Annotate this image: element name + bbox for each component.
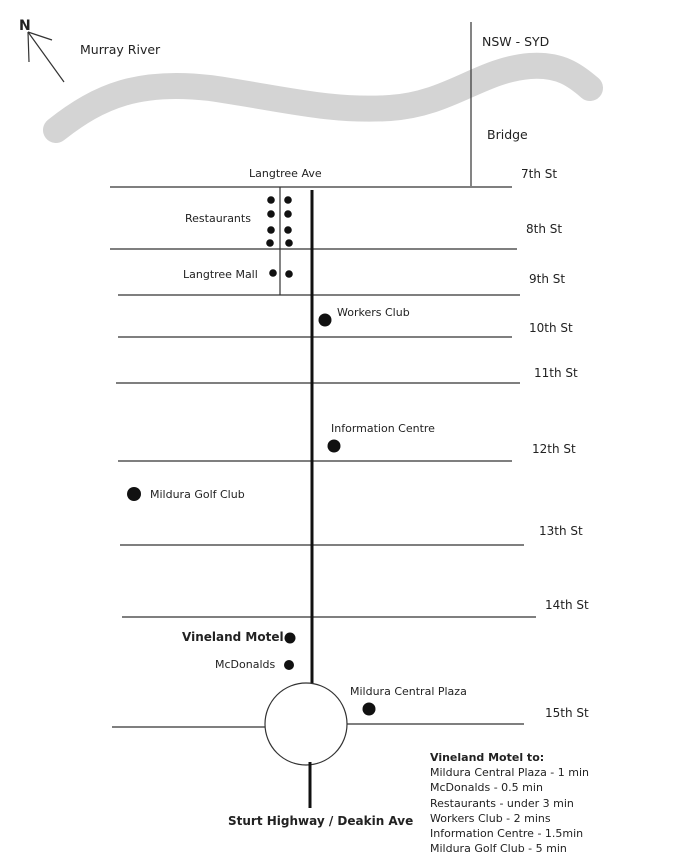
legend-title: Vineland Motel to: [430,751,545,764]
street-label-7th: 7th St [521,167,558,181]
river-label: Murray River [80,42,161,57]
restaurant-marker [266,239,274,247]
street-label-13th: 13th St [539,524,583,538]
legend-item: Mildura Central Plaza - 1 min [430,766,590,780]
legend-item: McDonalds - 0.5 min [430,781,543,795]
mcdonalds-label: McDonalds [215,658,276,671]
street-label-9th: 9th St [529,272,566,286]
compass-arrow-icon [27,31,65,83]
legend-item: Information Centre - 1.5min [430,827,584,841]
information-centre-label: Information Centre [331,422,435,435]
central-plaza-label: Mildura Central Plaza [350,685,467,698]
legend-item: Restaurants - under 3 min [430,796,574,810]
restaurant-marker [285,239,293,247]
street-label-8th: 8th St [526,222,563,236]
highway-south-label: Sturt Highway / Deakin Ave [228,814,414,828]
workers-club-label: Workers Club [337,306,410,319]
restaurants-label: Restaurants [185,212,251,225]
vineland-motel-marker [284,632,296,644]
restaurant-marker [284,226,292,234]
langtree-mall-marker [285,270,293,278]
restaurant-marker [284,210,292,218]
central-plaza-marker [362,702,376,716]
street-label-10th: 10th St [529,321,573,335]
highway-north-label: NSW - SYD [482,34,550,49]
street-label-11th: 11th St [534,366,578,380]
street-label-15th: 15th St [545,706,589,720]
restaurant-marker [267,196,275,204]
langtree-mall-label: Langtree Mall [183,268,258,281]
langtree-mall-marker [269,269,277,277]
golf-club-marker [127,487,141,501]
restaurant-marker [267,226,275,234]
restaurant-marker [267,210,275,218]
information-centre-marker [327,439,341,453]
street-label-12th: 12th St [532,442,576,456]
langtree-ave-label: Langtree Ave [249,167,322,180]
roundabout [264,682,348,766]
restaurant-marker [284,196,292,204]
mcdonalds-marker [284,660,294,670]
murray-river [43,52,603,143]
legend-item: Workers Club - 2 mins [430,811,551,825]
travel-time-legend: Vineland Motel to: Mildura Central Plaza… [430,750,589,856]
vineland-motel-label: Vineland Motel [182,630,284,644]
legend-item: Mildura Golf Club - 5 min [430,842,567,856]
bridge-label: Bridge [487,127,528,142]
street-label-14th: 14th St [545,598,589,612]
workers-club-marker [318,313,332,327]
compass-north-label: N [19,18,31,34]
golf-club-label: Mildura Golf Club [150,488,245,501]
